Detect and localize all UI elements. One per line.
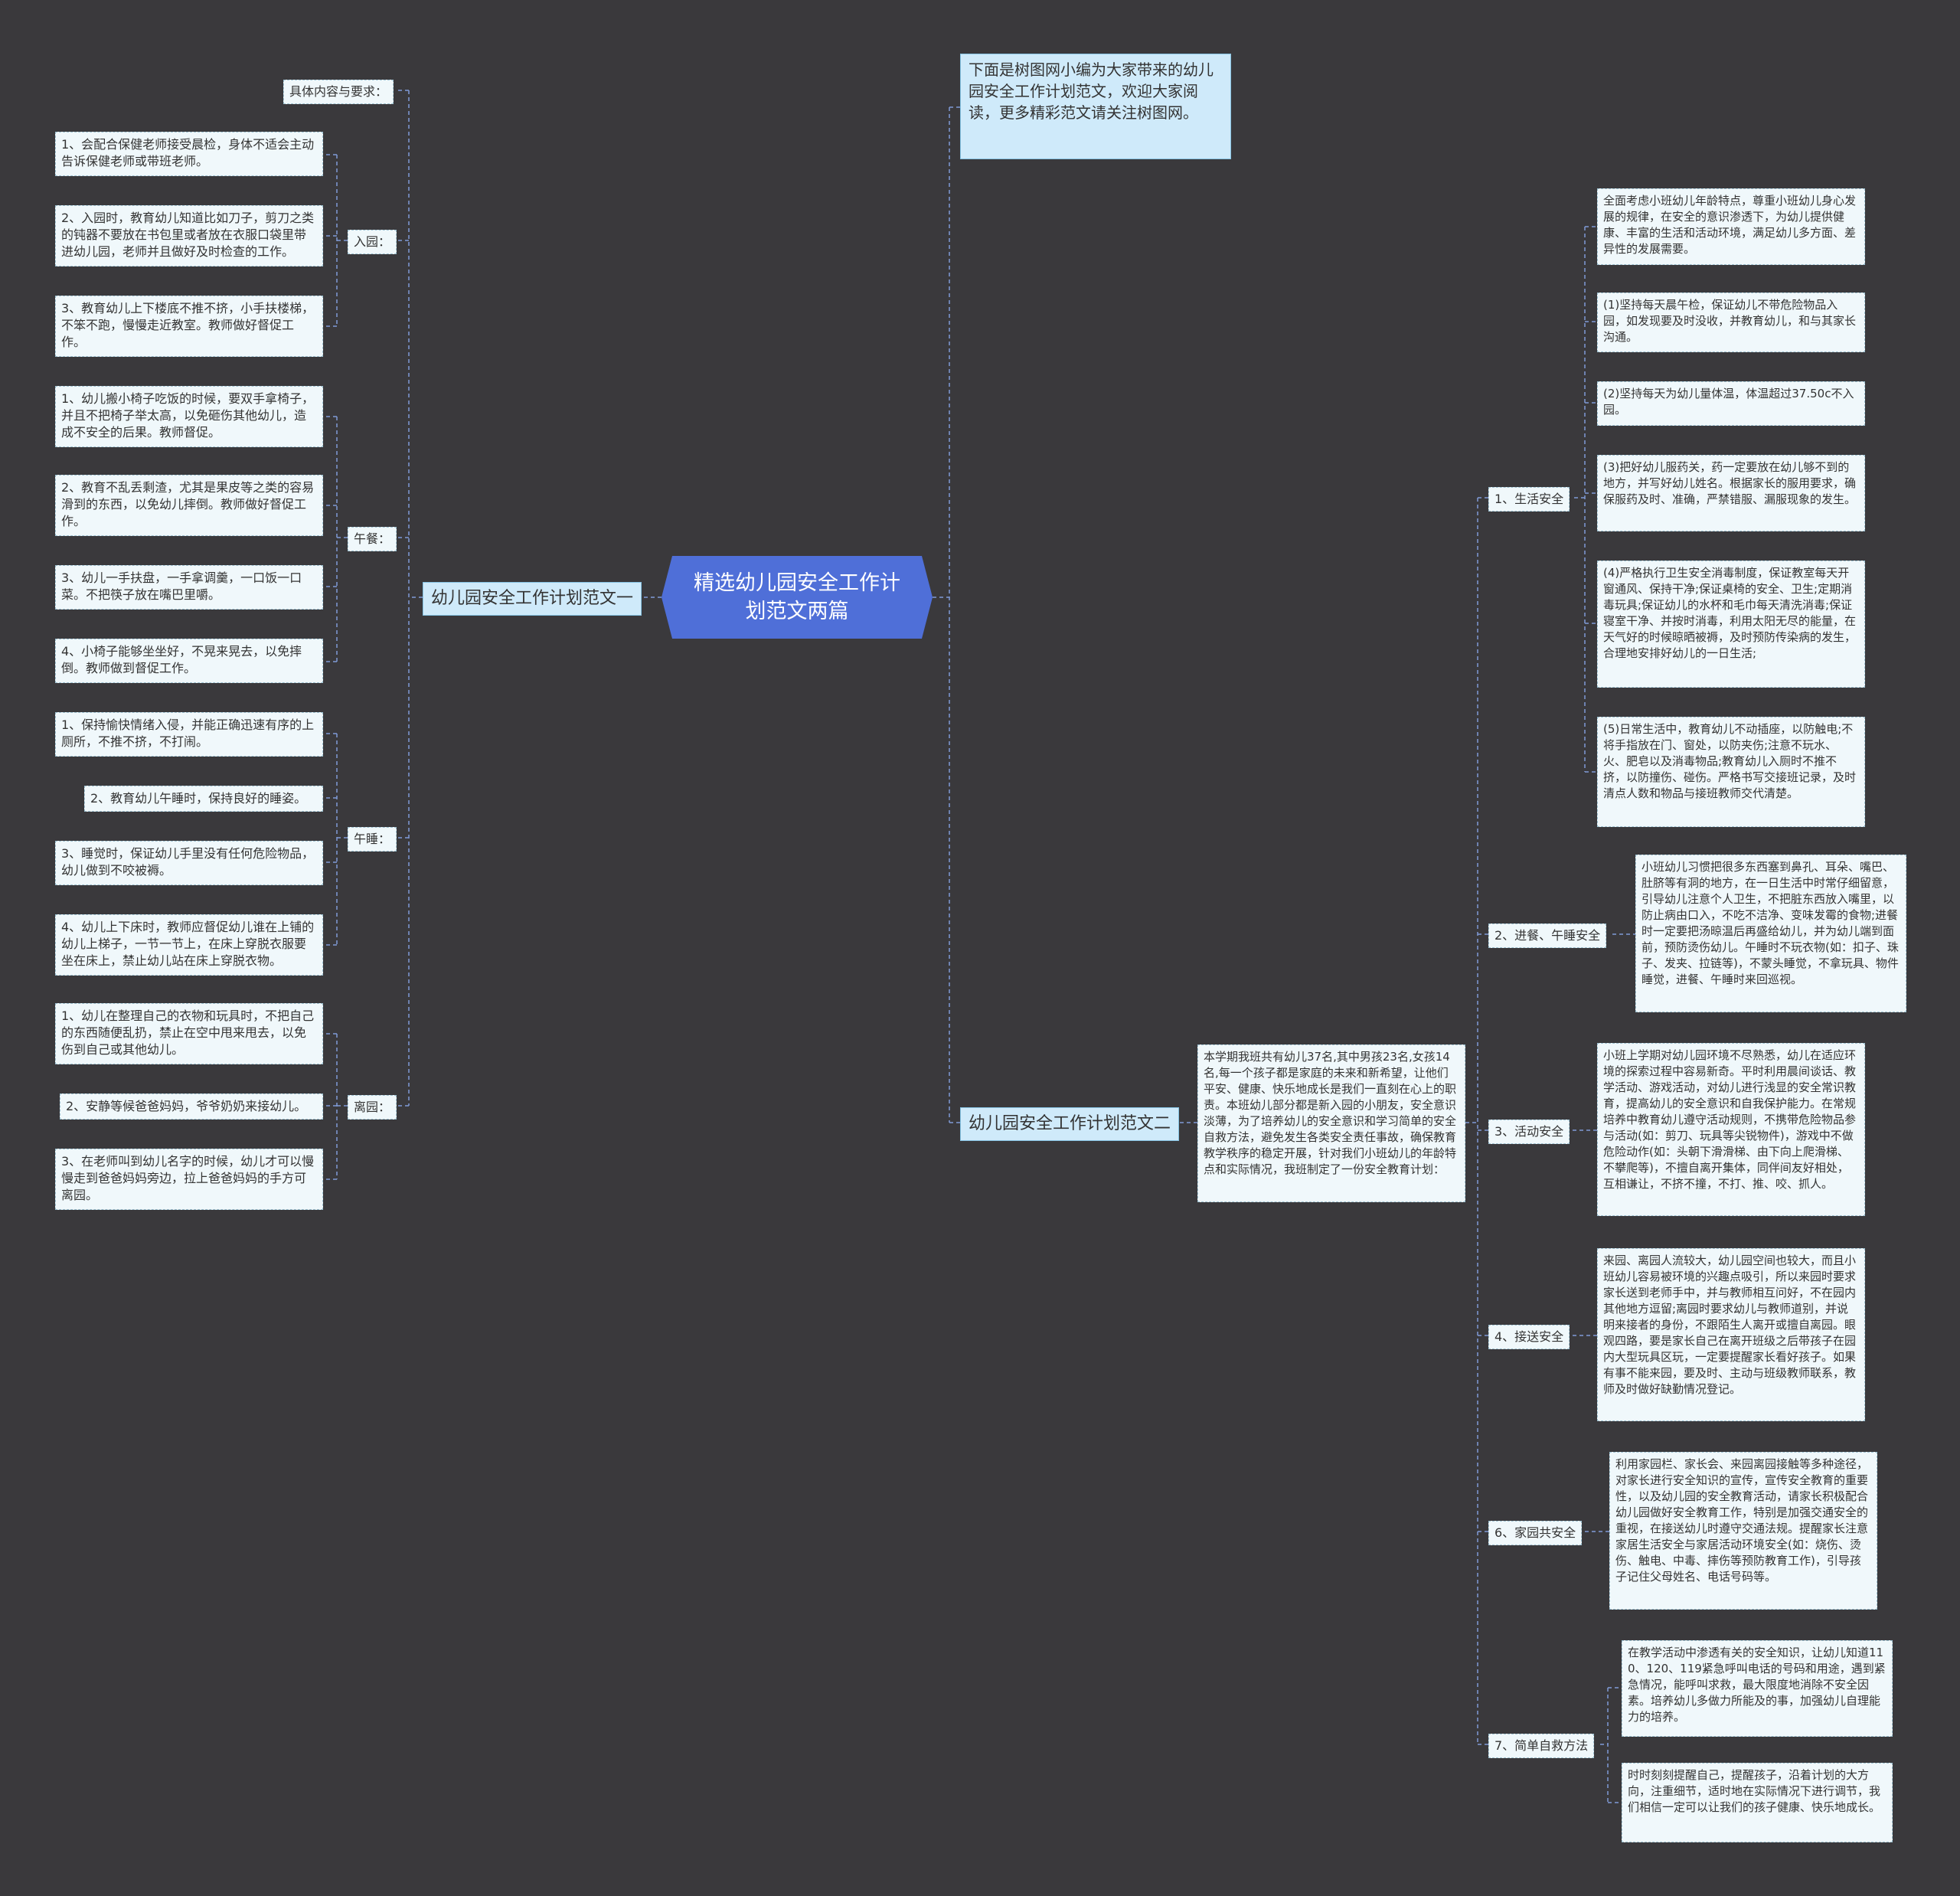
list-item[interactable]: 小班幼儿习惯把很多东西塞到鼻孔、耳朵、嘴巴、肚脐等有洞的地方，在一日生活中时常仔… xyxy=(1635,855,1906,1012)
list-item[interactable]: 2、安静等候爸爸妈妈，爷爷奶奶来接幼儿。 xyxy=(60,1093,323,1120)
branch-plan-one[interactable]: 幼儿园安全工作计划范文一 xyxy=(423,582,642,616)
group-label-home-school-safety[interactable]: 6、家园共安全 xyxy=(1488,1521,1583,1545)
list-item[interactable]: (4)严格执行卫生安全消毒制度，保证教室每天开窗通风、保持干净;保证桌椅的安全、… xyxy=(1597,561,1865,688)
group-label-activity-safety[interactable]: 3、活动安全 xyxy=(1488,1120,1570,1144)
intro-note[interactable]: 下面是树图网小编为大家带来的幼儿园安全工作计划范文，欢迎大家阅读，更多精彩范文请… xyxy=(960,54,1231,159)
list-item[interactable]: 3、教育幼儿上下楼底不推不挤，小手扶楼梯，不笨不跑，慢慢走近教室。教师做好督促工… xyxy=(55,296,323,357)
group-label-lunch[interactable]: 午餐： xyxy=(348,527,397,551)
list-item[interactable]: 1、保持愉快情绪入侵，并能正确迅速有序的上厕所，不推不挤，不打闹。 xyxy=(55,712,323,757)
list-item[interactable]: 2、教育幼儿午睡时，保持良好的睡姿。 xyxy=(84,786,323,812)
group-label-arrival[interactable]: 入园： xyxy=(348,230,397,254)
summary-note[interactable]: 本学期我班共有幼儿37名,其中男孩23名,女孩14名,每一个孩子都是家庭的未来和… xyxy=(1197,1044,1465,1202)
central-topic[interactable]: 精选幼儿园安全工作计划范文两篇 xyxy=(662,556,933,639)
list-item[interactable]: 来园、离园人流较大，幼儿园空间也较大，而且小班幼儿容易被环境的兴趣点吸引，所以来… xyxy=(1597,1248,1865,1421)
list-item[interactable]: 全面考虑小班幼儿年龄特点，尊重小班幼儿身心发展的规律，在安全的意识渗透下，为幼儿… xyxy=(1597,188,1865,265)
list-item[interactable]: 2、教育不乱丢剩渣，尤其是果皮等之类的容易滑到的东西，以免幼儿摔倒。教师做好督促… xyxy=(55,475,323,536)
group-label-self-rescue[interactable]: 7、简单自救方法 xyxy=(1488,1734,1595,1758)
requirement-label[interactable]: 具体内容与要求： xyxy=(283,80,394,104)
list-item[interactable]: (5)日常生活中，教育幼儿不动插座，以防触电;不将手指放在门、窗处，以防夹伤;注… xyxy=(1597,717,1865,827)
list-item[interactable]: 利用家园栏、家长会、来园离园接触等多种途径，对家长进行安全知识的宣传，宣传安全教… xyxy=(1609,1452,1877,1610)
group-label-meal-nap-safety[interactable]: 2、进餐、午睡安全 xyxy=(1488,923,1607,948)
group-label-life-safety[interactable]: 1、生活安全 xyxy=(1488,487,1570,512)
central-topic-shape xyxy=(662,556,933,639)
list-item[interactable]: 3、睡觉时，保证幼儿手里没有任何危险物品，幼儿做到不咬被褥。 xyxy=(55,841,323,885)
group-label-pickup-safety[interactable]: 4、接送安全 xyxy=(1488,1325,1570,1349)
list-item[interactable]: 4、小椅子能够坐坐好，不晃来晃去，以免摔倒。教师做到督促工作。 xyxy=(55,639,323,683)
branch-plan-two[interactable]: 幼儿园安全工作计划范文二 xyxy=(960,1107,1180,1141)
list-item[interactable]: 3、在老师叫到幼儿名字的时候，幼儿才可以慢慢走到爸爸妈妈旁边，拉上爸爸妈妈的手方… xyxy=(55,1149,323,1210)
list-item[interactable]: 4、幼儿上下床时，教师应督促幼儿谁在上铺的幼儿上梯子，一节一节上，在床上穿脱衣服… xyxy=(55,914,323,976)
group-label-leaving[interactable]: 离园： xyxy=(348,1095,397,1120)
list-item[interactable]: (3)把好幼儿服药关，药一定要放在幼儿够不到的地方，并写好幼儿姓名。根据家长的服… xyxy=(1597,455,1865,531)
list-item[interactable]: 在教学活动中渗透有关的安全知识，让幼儿知道110、120、119紧急呼叫电话的号… xyxy=(1622,1640,1893,1737)
group-label-nap[interactable]: 午睡： xyxy=(348,827,397,852)
list-item[interactable]: 2、入园时，教育幼儿知道比如刀子，剪刀之类的钝器不要放在书包里或者放在衣服口袋里… xyxy=(55,205,323,266)
list-item[interactable]: 3、幼儿一手扶盘，一手拿调羹，一口饭一口菜。不把筷子放在嘴巴里嚼。 xyxy=(55,565,323,610)
list-item[interactable]: 小班上学期对幼儿园环境不尽熟悉，幼儿在适应环境的探索过程中容易新奇。平时利用晨间… xyxy=(1597,1043,1865,1216)
list-item[interactable]: (1)坚持每天晨午检，保证幼儿不带危险物品入园，如发现要及时没收，并教育幼儿，和… xyxy=(1597,293,1865,352)
list-item[interactable]: 1、幼儿在整理自己的衣物和玩具时，不把自己的东西随便乱扔，禁止在空中甩来甩去，以… xyxy=(55,1003,323,1064)
list-item[interactable]: 1、会配合保健老师接受晨检，身体不适会主动告诉保健老师或带班老师。 xyxy=(55,132,323,176)
list-item[interactable]: 时时刻刻提醒自己，提醒孩子，沿着计划的大方向，注重细节，适时地在实际情况下进行调… xyxy=(1622,1763,1893,1842)
list-item[interactable]: 1、幼儿搬小椅子吃饭的时候，要双手拿椅子，并且不把椅子举太高，以免砸伤其他幼儿，… xyxy=(55,386,323,447)
list-item[interactable]: (2)坚持每天为幼儿量体温，体温超过37.50c不入园。 xyxy=(1597,381,1865,426)
central-topic-label: 精选幼儿园安全工作计划范文两篇 xyxy=(694,571,900,623)
